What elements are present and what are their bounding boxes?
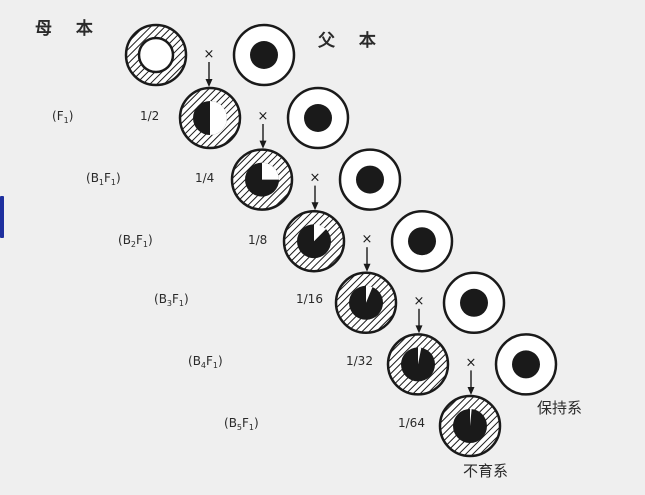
generation-label-b2f1: (B2F1) [118, 233, 153, 249]
father-nucleus [512, 350, 540, 379]
cross-arrow-head [363, 263, 371, 272]
edge-marker [0, 196, 4, 238]
maternal-share-wedge [470, 409, 472, 426]
father-label: 父 本 [318, 31, 385, 51]
offspring-nucleus [297, 224, 331, 259]
cross-symbol: × [310, 171, 321, 186]
maternal-share-wedge [366, 285, 373, 303]
fraction-label: 1/4 [195, 171, 215, 185]
fraction-label: 1/2 [140, 109, 160, 123]
cross-symbol: × [258, 109, 269, 124]
cross-symbol: × [414, 294, 425, 309]
fraction-label: 1/64 [398, 416, 425, 430]
maintainer-line-label: 保持系 [537, 399, 583, 417]
maternal-share-wedge [418, 347, 422, 365]
cross-arrow-head [311, 202, 319, 211]
maternal-share-wedge [262, 162, 279, 180]
generation-label-f1: (F1) [52, 109, 74, 125]
cell-layer: × × × × × × [124, 23, 558, 458]
sterile-line-label: 不育系 [463, 462, 509, 480]
mother-label: 母 本 [35, 19, 102, 39]
cross-symbol: × [466, 355, 477, 370]
cross-arrow-head [467, 387, 475, 395]
mother-nucleus [137, 36, 175, 74]
father-nucleus [304, 104, 332, 132]
maternal-share-wedge [314, 224, 327, 242]
fraction-label: 1/32 [346, 354, 373, 368]
generation-label-b5f1: (B5F1) [224, 416, 259, 432]
cross-arrow-head [205, 79, 213, 87]
cross-arrow-head [259, 140, 267, 149]
fraction-label: 1/16 [296, 292, 323, 306]
cross-symbol: × [362, 232, 373, 247]
generation-label-b3f1: (B3F1) [154, 292, 189, 308]
generation-label-b4f1: (B4F1) [188, 354, 223, 370]
maternal-share-wedge [210, 101, 227, 135]
father-nucleus [408, 227, 436, 256]
father-nucleus [356, 165, 384, 194]
father-nucleus [250, 41, 278, 69]
cross-symbol: × [204, 47, 215, 62]
fraction-label: 1/8 [248, 233, 268, 247]
cross-arrow-head [415, 325, 423, 334]
generation-label-b1f1: (B1F1) [86, 171, 121, 187]
father-nucleus [460, 288, 488, 317]
